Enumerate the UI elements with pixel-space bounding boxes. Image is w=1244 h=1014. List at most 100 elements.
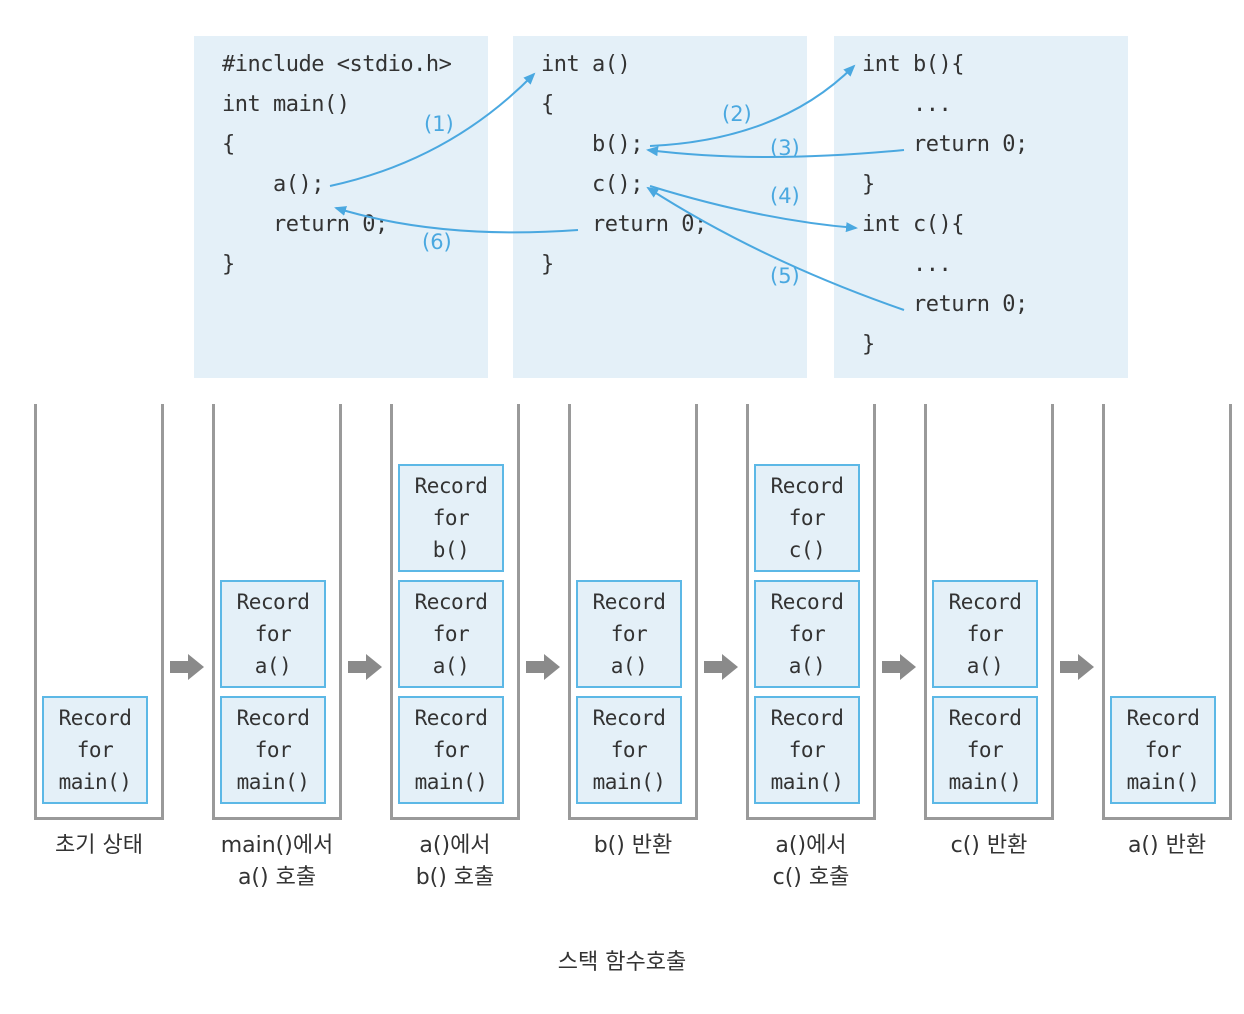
- stack-wall: [1102, 404, 1105, 820]
- record-text: a(): [788, 654, 826, 678]
- record-text: Record: [592, 590, 666, 614]
- stack-wall: [390, 817, 520, 820]
- code-line: {: [541, 92, 554, 117]
- caption-line: c() 호출: [772, 865, 850, 890]
- code-line: return 0;: [541, 212, 707, 237]
- stack-wall: [1051, 404, 1054, 820]
- record-text: for: [788, 506, 826, 530]
- record-text: for: [1144, 738, 1182, 762]
- record-text: for: [432, 738, 470, 762]
- stack-wall: [34, 404, 37, 820]
- stack-wall: [873, 404, 876, 820]
- record-text: for: [254, 738, 292, 762]
- record-text: Record: [236, 590, 310, 614]
- record-text: a(): [432, 654, 470, 678]
- stack-wall: [924, 404, 927, 820]
- code-line: int c(){: [862, 212, 964, 237]
- record-text: main(): [414, 770, 488, 794]
- record-text: Record: [770, 474, 844, 498]
- record-text: Record: [770, 590, 844, 614]
- step-arrow-icon: [170, 654, 204, 680]
- record-text: Record: [236, 706, 310, 730]
- step-arrow-icon: [348, 654, 382, 680]
- stack-wall: [695, 404, 698, 820]
- record-text: for: [610, 738, 648, 762]
- stack-wall: [924, 817, 1054, 820]
- activation-record-main: Record for main(): [220, 696, 326, 804]
- activation-record-main: Record for main(): [398, 696, 504, 804]
- code-line: #include <stdio.h>: [222, 52, 452, 77]
- code-line: return 0;: [862, 292, 1028, 317]
- step-arrow-icon: [882, 654, 916, 680]
- record-text: for: [432, 622, 470, 646]
- caption-line: a() 반환: [1127, 833, 1207, 858]
- code-line: int main(): [222, 92, 350, 117]
- stack-wall: [34, 817, 164, 820]
- code-line: }: [541, 252, 554, 277]
- call-label-4: (4): [770, 184, 800, 208]
- record-text: for: [966, 738, 1004, 762]
- record-text: for: [788, 738, 826, 762]
- stack-wall: [517, 404, 520, 820]
- activation-record-b: Record for b(): [398, 464, 504, 572]
- stack-wall: [568, 404, 571, 820]
- record-text: Record: [770, 706, 844, 730]
- activation-record-c: Record for c(): [754, 464, 860, 572]
- record-text: for: [76, 738, 114, 762]
- record-text: Record: [414, 706, 488, 730]
- activation-record-main: Record for main(): [754, 696, 860, 804]
- record-text: main(): [770, 770, 844, 794]
- call-label-6: (6): [422, 230, 452, 254]
- code-line: return 0;: [862, 132, 1028, 157]
- record-text: Record: [948, 706, 1022, 730]
- stack-caption: a()에서 b() 호출: [375, 830, 535, 894]
- caption-line: b() 호출: [415, 865, 495, 890]
- stack-wall: [568, 817, 698, 820]
- caption-line: main()에서: [220, 833, 334, 858]
- stack-wall: [746, 817, 876, 820]
- code-line: }: [862, 332, 875, 357]
- record-text: c(): [788, 538, 826, 562]
- stack-caption: 초기 상태: [19, 830, 179, 862]
- record-text: Record: [592, 706, 666, 730]
- record-text: a(): [966, 654, 1004, 678]
- code-line: ...: [862, 252, 952, 277]
- code-panel-bc: int b(){ ... return 0; } int c(){ ... re…: [834, 36, 1128, 378]
- caption-line: b() 반환: [593, 833, 673, 858]
- figure-title: 스택 함수호출: [557, 950, 687, 975]
- code-panel-main: #include <stdio.h> int main() { a(); ret…: [194, 36, 488, 378]
- code-line: a();: [222, 172, 324, 197]
- record-text: Record: [414, 474, 488, 498]
- record-text: main(): [948, 770, 1022, 794]
- record-text: main(): [592, 770, 666, 794]
- record-text: a(): [254, 654, 292, 678]
- code-line: int a(): [541, 52, 631, 77]
- stack-wall: [390, 404, 393, 820]
- stack-column: Record for main(): [34, 404, 164, 820]
- record-text: for: [432, 506, 470, 530]
- activation-record-main: Record for main(): [42, 696, 148, 804]
- stack-caption: c() 반환: [909, 830, 1069, 862]
- code-line: return 0;: [222, 212, 388, 237]
- code-line: b();: [541, 132, 643, 157]
- stack-wall: [746, 404, 749, 820]
- record-text: Record: [1126, 706, 1200, 730]
- code-line: }: [862, 172, 875, 197]
- activation-record-main: Record for main(): [932, 696, 1038, 804]
- record-text: main(): [58, 770, 132, 794]
- record-text: b(): [432, 538, 470, 562]
- stack-wall: [1102, 817, 1232, 820]
- stack-wall: [339, 404, 342, 820]
- caption-line: a()에서: [419, 833, 491, 858]
- stack-column: Record for main()Record for a(): [924, 404, 1054, 820]
- stack-caption: b() 반환: [553, 830, 713, 862]
- record-text: main(): [236, 770, 310, 794]
- record-text: Record: [58, 706, 132, 730]
- code-panel-a: int a() { b(); c(); return 0; }: [513, 36, 807, 378]
- code-line: c();: [541, 172, 643, 197]
